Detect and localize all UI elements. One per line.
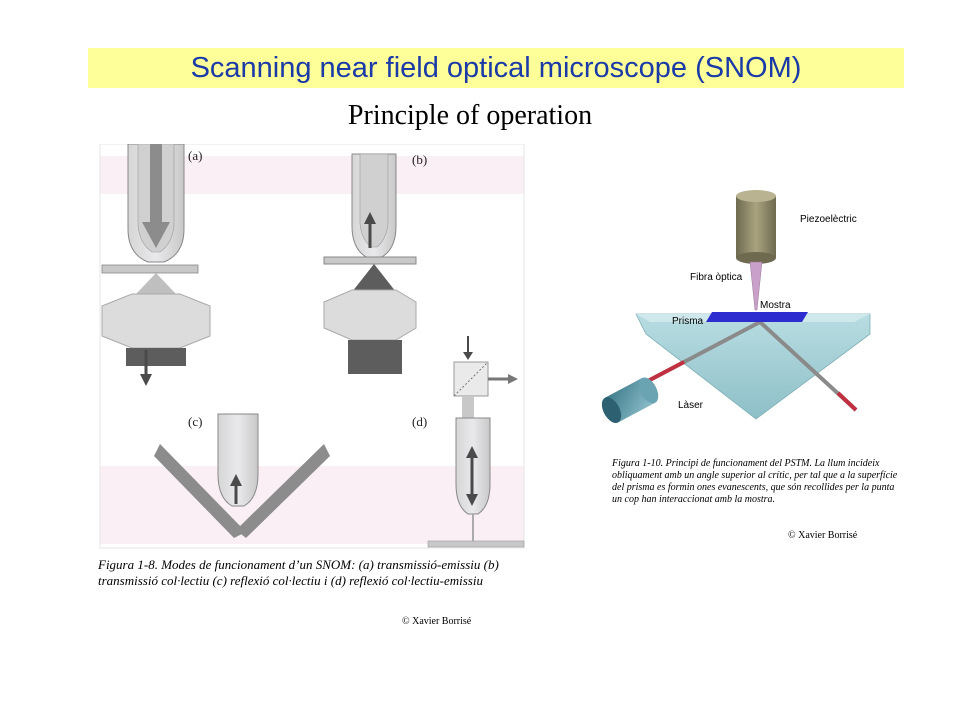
panel-label-c: (c) <box>188 414 202 429</box>
panel-d: (d) <box>412 336 525 548</box>
title-bar: Scanning near field optical microscope (… <box>88 48 904 88</box>
subtitle-text: Principle of operation <box>347 100 593 131</box>
panel-label-d: (d) <box>412 414 427 429</box>
label-laser: Làser <box>678 400 704 411</box>
fiber-tip <box>749 261 763 311</box>
slide-title: Scanning near field optical microscope (… <box>190 51 802 84</box>
evanescent-band-bottom <box>100 466 524 544</box>
left-figure-credit: © Xavier Borrisé <box>402 616 472 627</box>
pstm-figure: Piezoelèctric Fibra òptica Mostra Prisma… <box>601 190 871 424</box>
panel-label-a: (a) <box>188 148 202 163</box>
label-fiber: Fibra òptica <box>690 272 743 283</box>
snom-modes-figure: (a) (b) (c) (d) <box>99 144 525 549</box>
panel-border <box>99 144 525 549</box>
label-sample: Mostra <box>760 300 791 311</box>
left-figure-caption: Figura 1-8. Modes de funcionament d’un S… <box>98 557 499 588</box>
sample <box>706 312 808 322</box>
label-prism: Prisma <box>672 316 704 327</box>
panel-c: (c) <box>154 413 330 538</box>
right-figure-credit: © Xavier Borrisé <box>788 530 858 541</box>
right-figure-caption: Figura 1-10. Principi de funcionament de… <box>612 458 898 505</box>
label-piezo: Piezoelèctric <box>800 214 857 225</box>
laser <box>601 377 659 424</box>
piezo-cylinder <box>736 196 776 258</box>
slide-subtitle: Principle of operation <box>0 100 960 132</box>
panel-label-b: (b) <box>412 152 427 167</box>
panel-b: (b) <box>323 152 427 374</box>
panel-a: (a) <box>101 144 211 386</box>
prism <box>635 313 871 420</box>
